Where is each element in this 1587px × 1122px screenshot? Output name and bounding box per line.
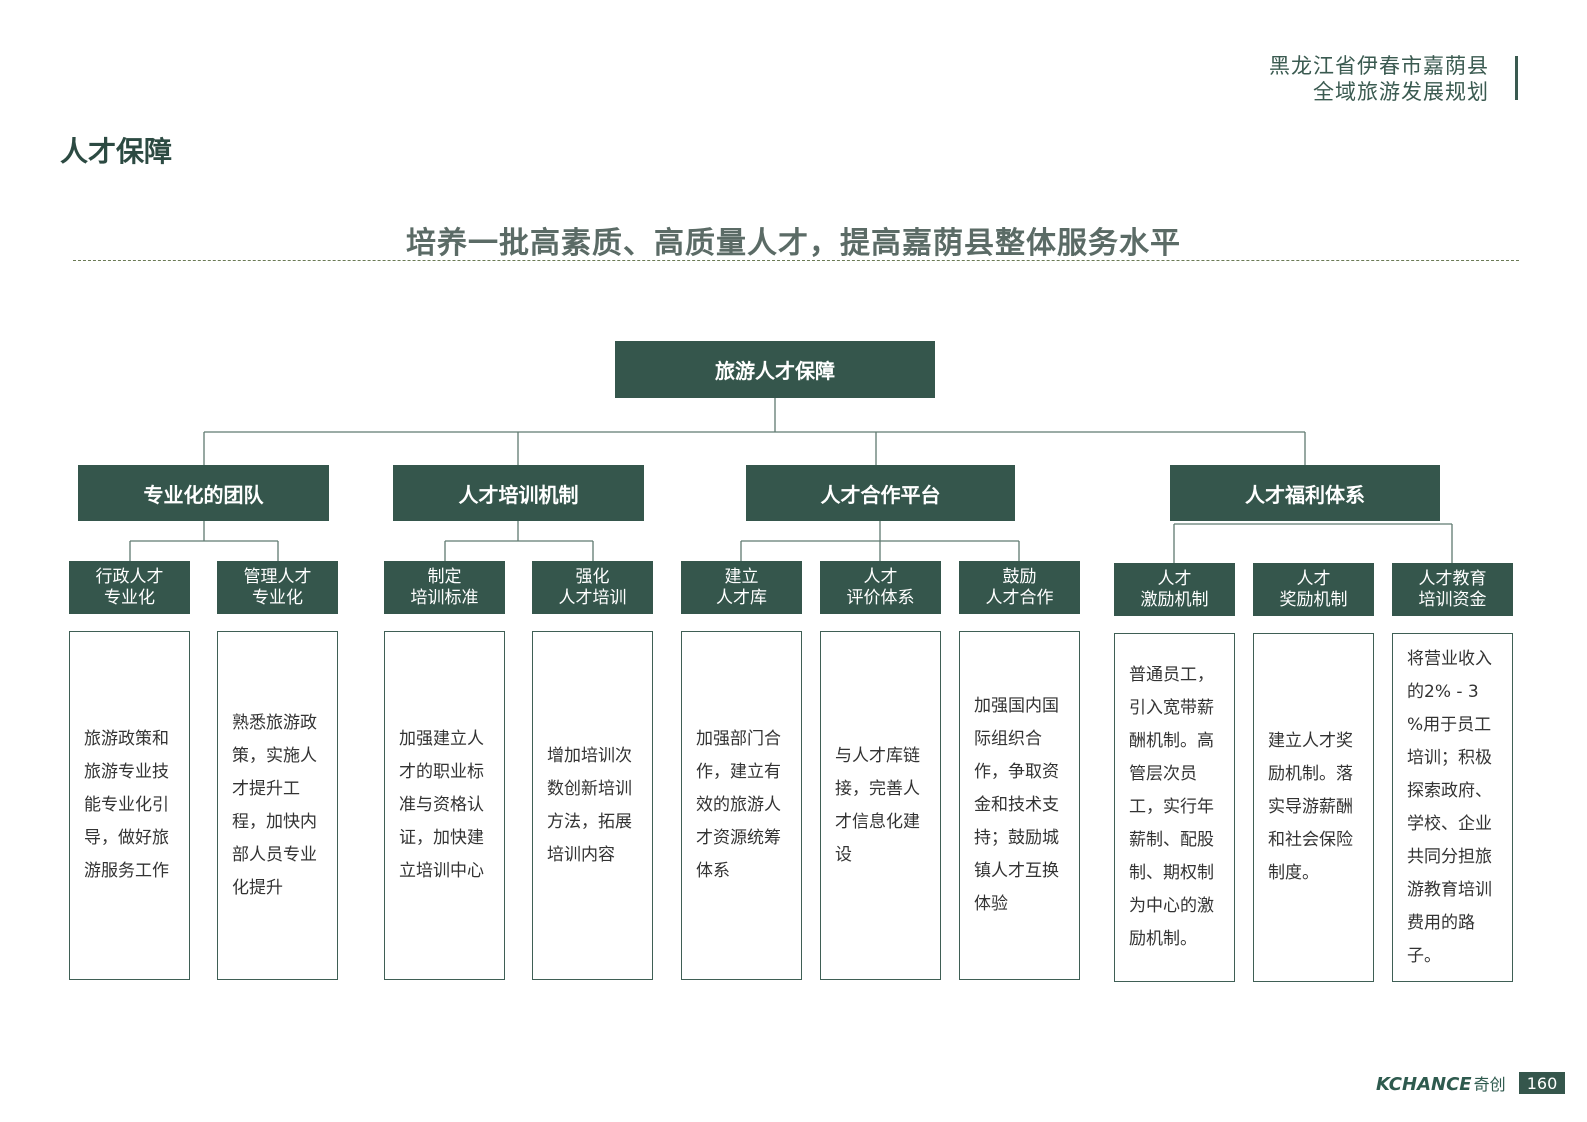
child-node: 行政人才 专业化 bbox=[69, 561, 190, 614]
group-node-team: 专业化的团队 bbox=[78, 465, 329, 521]
root-node: 旅游人才保障 bbox=[615, 341, 935, 398]
headline-divider bbox=[73, 260, 1519, 261]
description-box: 加强部门合作，建立有效的旅游人才资源统筹体系 bbox=[681, 631, 802, 980]
page-number: 160 bbox=[1519, 1072, 1565, 1094]
child-node: 鼓励 人才合作 bbox=[959, 561, 1080, 614]
description-box: 与人才库链接，完善人才信息化建设 bbox=[820, 631, 941, 980]
child-node: 制定 培训标准 bbox=[384, 561, 505, 614]
description-text: 加强国内国际组织合作，争取资金和技术支持；鼓励城镇人才互换体验 bbox=[974, 696, 1059, 914]
description-text: 将营业收入的2% - 3 %用于员工培训；积极探索政府、学校、企业共同分担旅游教… bbox=[1407, 648, 1492, 966]
header-line-2: 全域旅游发展规划 bbox=[1313, 80, 1489, 104]
group-node-cooperation: 人才合作平台 bbox=[746, 465, 1015, 521]
brand-name: KCHANCE bbox=[1376, 1074, 1472, 1095]
description-box: 建立人才奖励机制。落实导游薪酬和社会保险制度。 bbox=[1253, 633, 1374, 982]
description-text: 与人才库链接，完善人才信息化建设 bbox=[835, 745, 920, 865]
child-node: 人才教育 培训资金 bbox=[1392, 563, 1513, 616]
description-text: 熟悉旅游政策，实施人才提升工程，加快内部人员专业化提升 bbox=[232, 712, 317, 898]
group-node-welfare: 人才福利体系 bbox=[1170, 465, 1440, 521]
description-box: 普通员工，引入宽带薪酬机制。高管层次员工，实行年薪制、配股制、期权制为中心的激励… bbox=[1114, 633, 1235, 982]
description-text: 普通员工，引入宽带薪酬机制。高管层次员工，实行年薪制、配股制、期权制为中心的激励… bbox=[1129, 665, 1214, 949]
document-header: 黑龙江省伊春市嘉荫县 全域旅游发展规划 bbox=[1269, 53, 1489, 105]
section-title: 人才保障 bbox=[60, 135, 173, 168]
description-text: 建立人才奖励机制。落实导游薪酬和社会保险制度。 bbox=[1268, 731, 1353, 883]
headline: 培养一批高素质、高质量人才，提高嘉荫县整体服务水平 bbox=[406, 226, 1181, 261]
description-box: 将营业收入的2% - 3 %用于员工培训；积极探索政府、学校、企业共同分担旅游教… bbox=[1392, 633, 1513, 982]
header-accent-bar bbox=[1515, 56, 1518, 100]
description-box: 加强建立人才的职业标准与资格认证，加快建立培训中心 bbox=[384, 631, 505, 980]
description-box: 加强国内国际组织合作，争取资金和技术支持；鼓励城镇人才互换体验 bbox=[959, 631, 1080, 980]
brand-name-cn: 奇创 bbox=[1473, 1075, 1506, 1094]
description-box: 旅游政策和旅游专业技能专业化引导，做好旅游服务工作 bbox=[69, 631, 190, 980]
description-box: 熟悉旅游政策，实施人才提升工程，加快内部人员专业化提升 bbox=[217, 631, 338, 980]
description-text: 旅游政策和旅游专业技能专业化引导，做好旅游服务工作 bbox=[84, 729, 169, 881]
description-text: 加强建立人才的职业标准与资格认证，加快建立培训中心 bbox=[399, 729, 484, 881]
description-text: 增加培训次数创新培训方法，拓展培训内容 bbox=[547, 745, 632, 865]
description-text: 加强部门合作，建立有效的旅游人才资源统筹体系 bbox=[696, 729, 781, 881]
header-line-1: 黑龙江省伊春市嘉荫县 bbox=[1269, 54, 1489, 78]
group-node-training: 人才培训机制 bbox=[393, 465, 644, 521]
child-node: 强化 人才培训 bbox=[532, 561, 653, 614]
child-node: 人才 评价体系 bbox=[820, 561, 941, 614]
description-box: 增加培训次数创新培训方法，拓展培训内容 bbox=[532, 631, 653, 980]
child-node: 人才 激励机制 bbox=[1114, 563, 1235, 616]
child-node: 建立 人才库 bbox=[681, 561, 802, 614]
child-node: 人才 奖励机制 bbox=[1253, 563, 1374, 616]
child-node: 管理人才 专业化 bbox=[217, 561, 338, 614]
